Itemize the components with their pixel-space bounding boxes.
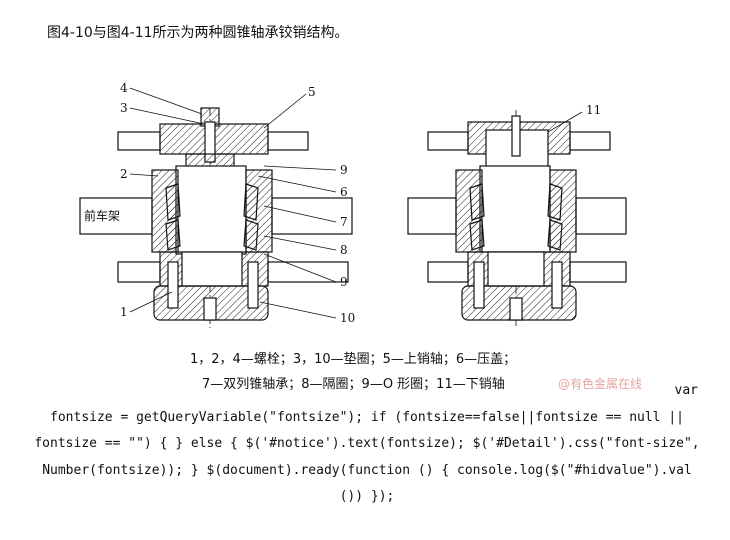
left-assembly [79,107,353,328]
callout-9b: 9 [340,275,348,289]
callout-3: 3 [120,101,128,115]
code-line-4: Number(fontsize)); } $(document).ready(f… [42,462,692,478]
callout-8: 8 [340,243,348,257]
callout-4: 4 [120,81,128,95]
callout-10: 10 [340,311,355,325]
figure-caption-line1: 1，2，4—螺栓；3，10—垫圈；5—上销轴；6—压盖； [190,352,517,367]
callout-6: 6 [340,185,348,199]
code-line-1: var [674,383,698,398]
leaked-script-text: var fontsize = getQueryVariable("fontsiz… [22,378,712,511]
figure-caption-line2: 7—双列锥轴承；8—隔圈；9—O 形圈；11—下销轴 [202,377,505,392]
callout-5: 5 [308,85,316,99]
callout-7: 7 [340,215,348,229]
bearing-pin-figure: 4 3 5 2 9 6 7 8 9 1 10 11 前车架 [79,81,627,328]
source-watermark: @有色金属在线 [558,377,643,391]
callout-11: 11 [586,103,601,117]
callout-1: 1 [120,305,128,319]
callout-2: 2 [120,167,128,181]
intro-text: 图4-10与图4-11所示为两种圆锥轴承铰销结构。 [47,25,349,41]
right-assembly [407,110,627,328]
code-line-2: fontsize = getQueryVariable("fontsize");… [50,409,684,425]
code-line-5: ()) }); [339,489,395,504]
callout-9a: 9 [340,163,348,177]
code-line-3: fontsize == "") { } else { $('#notice').… [34,436,700,451]
front-frame-label: 前车架 [84,208,120,223]
